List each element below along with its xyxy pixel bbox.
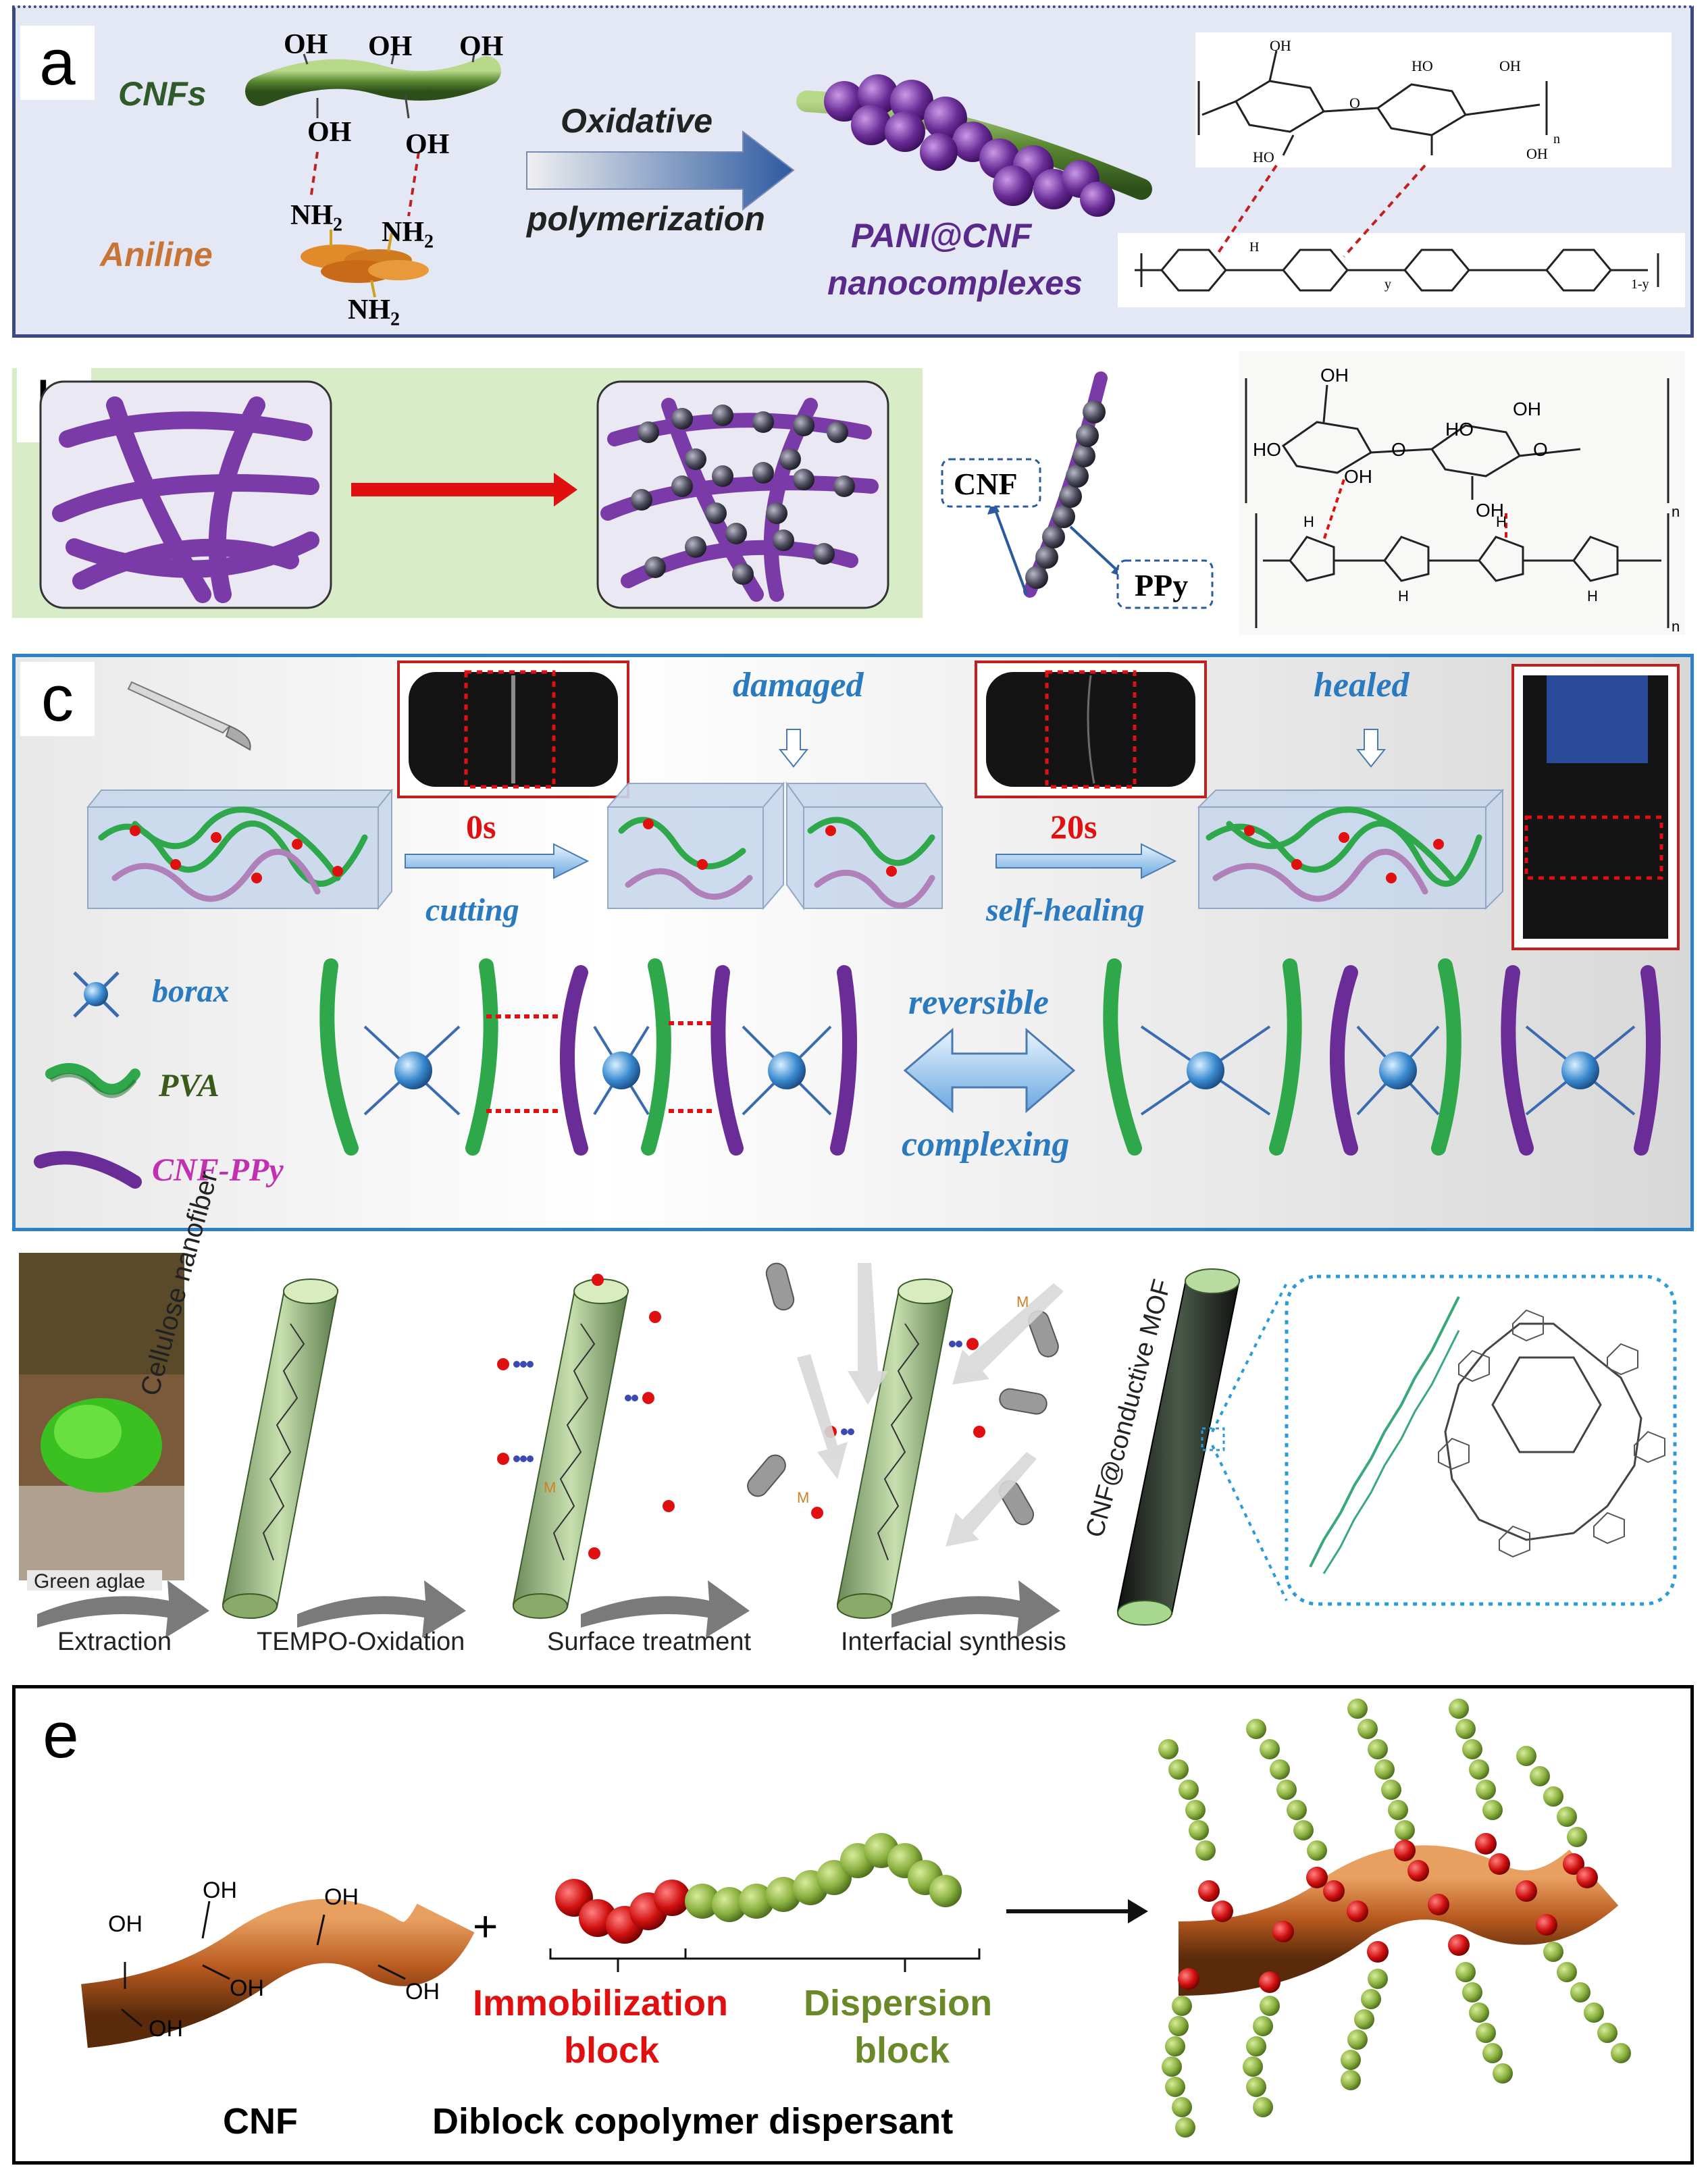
nh2-label-3: NH2 bbox=[348, 294, 400, 330]
panel-b-structure-box bbox=[1239, 351, 1685, 635]
oh-e-1: OH bbox=[108, 1911, 143, 1937]
nh2-label-2: NH2 bbox=[382, 217, 434, 253]
step-interfacial: Interfacial synthesis bbox=[841, 1628, 1066, 1656]
metal-label-1: M bbox=[544, 1479, 557, 1496]
struct-b-h-2: H bbox=[1398, 588, 1409, 604]
cnf-label-e: CNF bbox=[223, 2101, 298, 2142]
struct-b-n-1: n bbox=[1672, 503, 1680, 520]
struct-a-o-1: O bbox=[1349, 95, 1360, 111]
disp-label-2: block bbox=[854, 2030, 950, 2071]
struct-b-oh-1: OH bbox=[1320, 365, 1349, 386]
immob-label-1: Immobilization bbox=[473, 1983, 728, 2023]
struct-b-o-2: O bbox=[1533, 439, 1548, 460]
cnf-label-b: CNF bbox=[954, 467, 1018, 501]
panel-c-letter: c bbox=[20, 662, 95, 736]
healed-label: healed bbox=[1314, 666, 1409, 704]
struct-a-n-1: n bbox=[1553, 132, 1560, 147]
disp-label-1: Dispersion bbox=[804, 1983, 993, 2023]
borax-label: borax bbox=[152, 973, 230, 1009]
struct-a-1y: 1-y bbox=[1631, 277, 1649, 292]
time20-label: 20s bbox=[1050, 808, 1097, 846]
damaged-label: damaged bbox=[733, 666, 864, 704]
diblock-label: Diblock copolymer dispersant bbox=[432, 2101, 954, 2142]
nh2-label-1: NH2 bbox=[290, 200, 342, 236]
struct-b-h-4: H bbox=[1587, 588, 1598, 604]
oh-e-6: OH bbox=[149, 2016, 183, 2042]
cnfs-label: CNFs bbox=[118, 75, 207, 113]
cnf-ppy-label: CNF-PPy bbox=[152, 1152, 284, 1188]
pva-label: PVA bbox=[159, 1068, 219, 1104]
struct-b-h-1: H bbox=[1303, 513, 1314, 530]
struct-b-h-3: H bbox=[1496, 513, 1507, 530]
metal-label-2: M bbox=[797, 1489, 810, 1506]
cutting-label: cutting bbox=[425, 892, 519, 928]
struct-b-ho-1: HO bbox=[1253, 439, 1281, 460]
struct-a-oh-2: OH bbox=[1499, 57, 1521, 74]
oh-label-4: OH bbox=[307, 117, 352, 148]
panel-c bbox=[12, 654, 1694, 1231]
time0-label: 0s bbox=[466, 808, 496, 846]
arrow-bottom-label: polymerization bbox=[527, 200, 765, 238]
struct-b-ho-2: HO bbox=[1445, 419, 1474, 440]
product-label-2: nanocomplexes bbox=[827, 264, 1083, 302]
oh-e-2: OH bbox=[203, 1878, 237, 1903]
struct-b-oh-3: OH bbox=[1344, 466, 1372, 487]
oh-e-3: OH bbox=[324, 1884, 359, 1910]
struct-b-oh-4: OH bbox=[1476, 500, 1504, 521]
oh-label-2: OH bbox=[368, 31, 413, 62]
oh-e-4: OH bbox=[230, 1975, 264, 2001]
struct-b-oh-2: OH bbox=[1513, 398, 1541, 419]
panel-a-letter: a bbox=[20, 26, 95, 100]
step-surface: Surface treatment bbox=[547, 1628, 752, 1656]
struct-a-ho-2: HO bbox=[1253, 149, 1274, 165]
arrow-top-label: Oxidative bbox=[561, 102, 713, 140]
struct-a-ho-1: HO bbox=[1412, 57, 1433, 74]
oh-label-1: OH bbox=[284, 29, 328, 60]
oh-label-5: OH bbox=[405, 129, 450, 160]
aniline-label: Aniline bbox=[100, 236, 213, 274]
struct-b-o-1: O bbox=[1391, 439, 1406, 460]
product-label-1: PANI@CNF bbox=[851, 217, 1032, 255]
struct-a-y: y bbox=[1384, 277, 1391, 292]
oh-label-3: OH bbox=[459, 31, 504, 62]
step-extraction: Extraction bbox=[57, 1628, 172, 1656]
struct-a-h: H bbox=[1249, 240, 1260, 255]
struct-b-n-2: n bbox=[1672, 618, 1680, 635]
green-algae-label: Green aglae bbox=[34, 1570, 146, 1593]
metal-label-3: M bbox=[1016, 1293, 1029, 1310]
oh-e-5: OH bbox=[405, 1979, 440, 2005]
ppy-label-b: PPy bbox=[1135, 568, 1189, 602]
struct-a-oh-3: OH bbox=[1526, 145, 1548, 162]
reversible-label: reversible bbox=[908, 983, 1049, 1022]
struct-a-oh-1: OH bbox=[1270, 37, 1291, 54]
self-healing-label: self-healing bbox=[986, 892, 1145, 928]
plus-sign: + bbox=[473, 1902, 498, 1950]
complexing-label: complexing bbox=[902, 1125, 1070, 1164]
step-tempo: TEMPO-Oxidation bbox=[257, 1628, 465, 1656]
panel-e-letter: e bbox=[27, 1699, 95, 1773]
immob-label-2: block bbox=[564, 2030, 660, 2071]
